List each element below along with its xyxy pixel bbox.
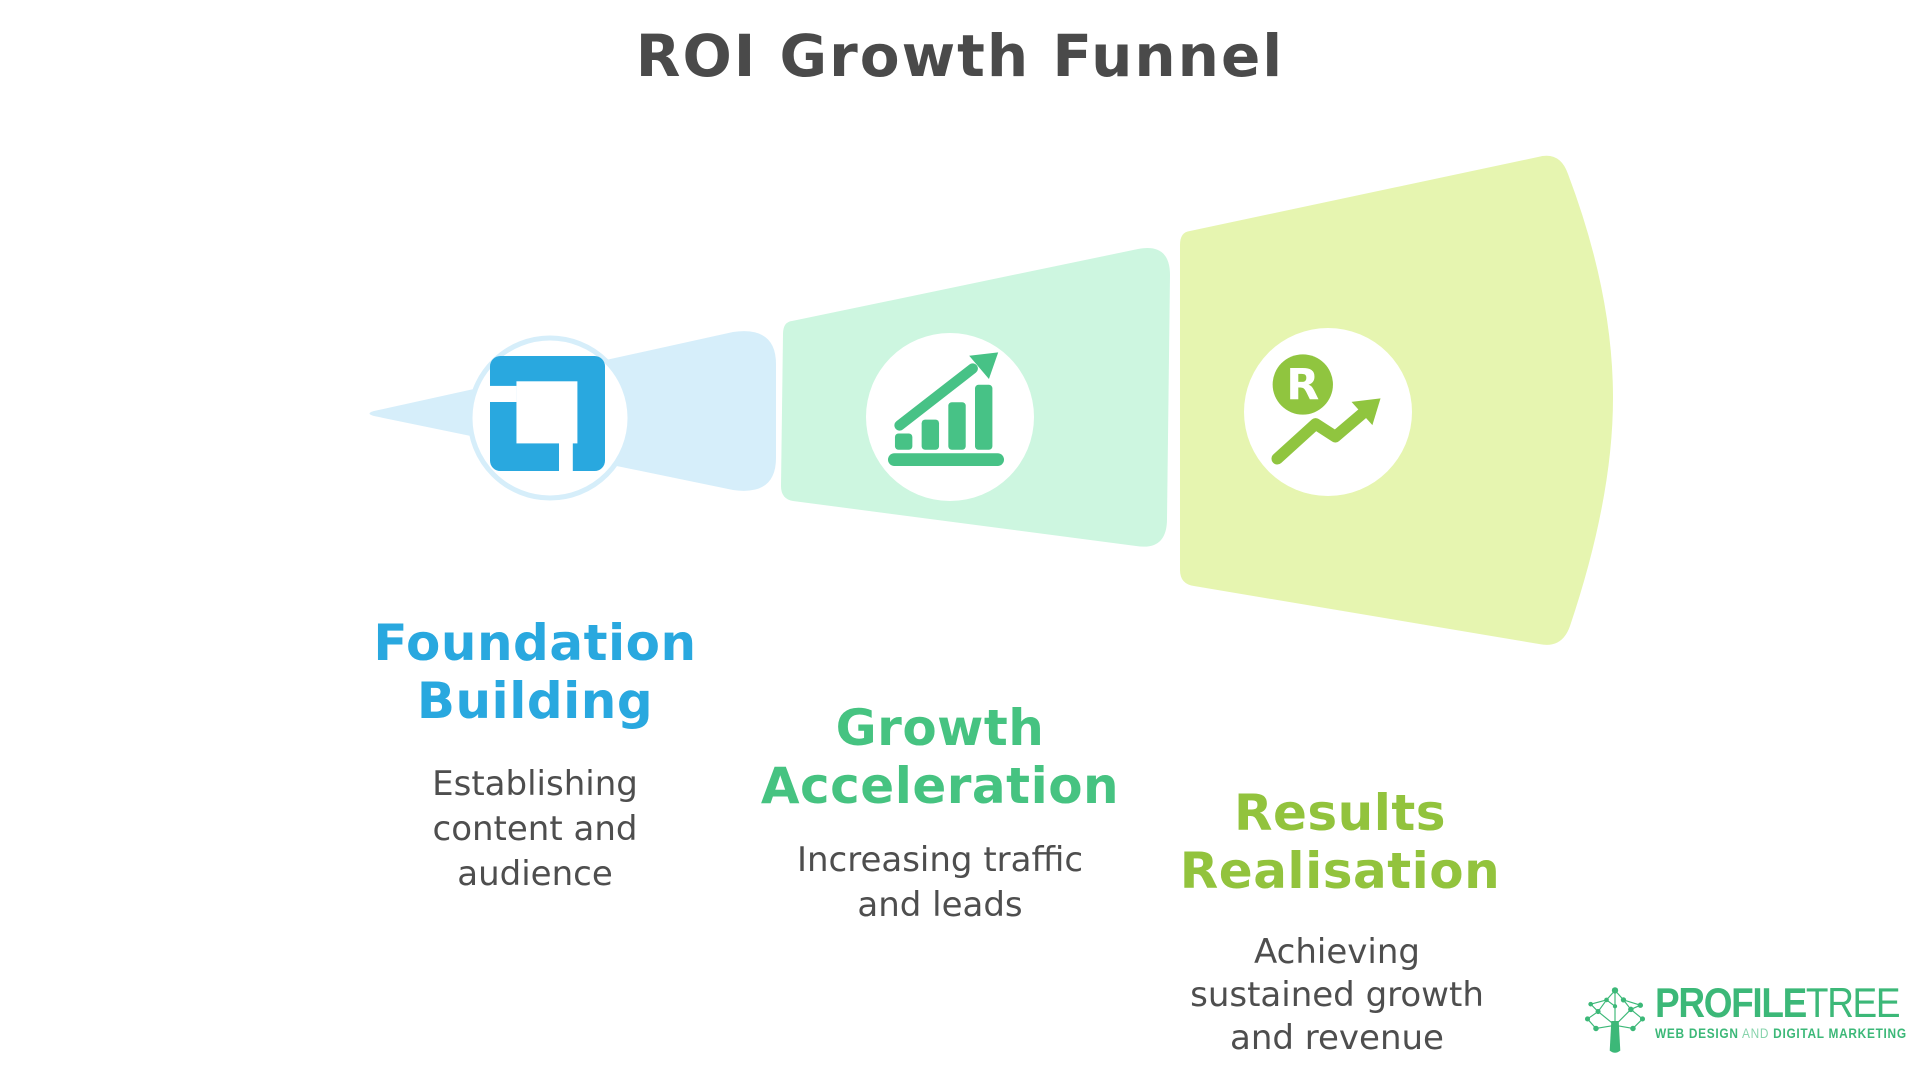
stage3-desc-line1: Achieving <box>1254 932 1420 972</box>
bar-chart-rising-arrow-icon <box>888 352 1004 466</box>
logo-brand: PROFILETREE <box>1655 982 1907 1024</box>
stage2-heading-line2: Acceleration <box>760 757 1120 815</box>
stage2-heading-line1: Growth <box>835 699 1045 757</box>
stage2-desc-line2: and leads <box>857 885 1023 925</box>
stage3-desc-line2: sustained growth <box>1190 975 1484 1015</box>
stage1-heading-line1: Foundation <box>373 614 697 672</box>
stage3-description: Achieving sustained growth and revenue <box>1137 931 1537 1060</box>
stage1-desc-line2: content and <box>432 809 638 849</box>
stage2-desc-line1: Increasing traffic <box>796 840 1084 880</box>
logo-tagline-digitalmarketing: DIGITAL MARKETING <box>1773 1026 1907 1041</box>
logo-tagline-webdesign: WEB DESIGN <box>1655 1026 1739 1041</box>
stage3-desc-line3: and revenue <box>1230 1018 1444 1058</box>
stage1-desc-line3: audience <box>457 854 613 894</box>
logo-tagline: WEB DESIGN AND DIGITAL MARKETING <box>1655 1026 1907 1041</box>
logo-brand-profile: PROFILE <box>1655 979 1807 1026</box>
stage3-heading-line2: Realisation <box>1179 842 1501 900</box>
stage1-heading-line2: Building <box>416 672 654 730</box>
logo-brand-tree: TREE <box>1805 979 1901 1026</box>
stage2-heading: Growth Acceleration <box>740 699 1140 815</box>
stage2-description: Increasing traffic and leads <box>740 838 1140 928</box>
stage1-desc-line1: Establishing <box>432 764 638 804</box>
stage1-description: Establishing content and audience <box>355 762 715 897</box>
stage3-heading-line1: Results <box>1233 784 1447 842</box>
profiletree-logo: PROFILETREE WEB DESIGN AND DIGITAL MARKE… <box>1583 982 1920 1057</box>
network-tree-icon <box>1584 987 1646 1053</box>
stage3-icon-circle <box>1244 328 1412 496</box>
page-title: ROI Growth Funnel <box>635 22 1285 90</box>
r-badge-trend-arrow-icon: R <box>1271 354 1381 465</box>
logo-text: PROFILETREE WEB DESIGN AND DIGITAL MARKE… <box>1655 982 1907 1042</box>
logo-tagline-and: AND <box>1738 1026 1774 1041</box>
r-badge-letter: R <box>1286 361 1319 411</box>
frame-icon <box>485 356 605 476</box>
stage1-heading: Foundation Building <box>335 614 735 730</box>
stage3-heading: Results Realisation <box>1140 784 1540 900</box>
